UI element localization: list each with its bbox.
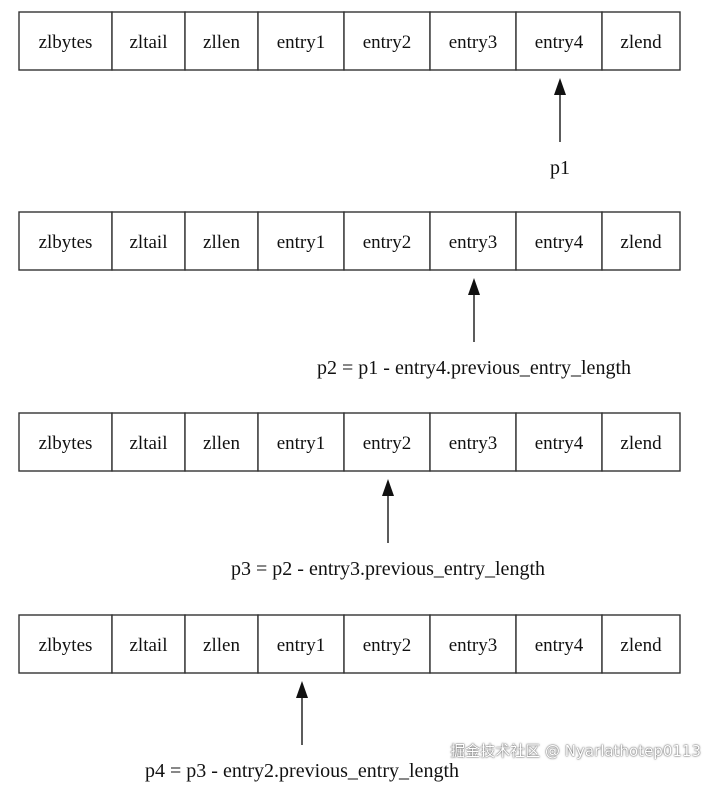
cell-entry2 — [343, 11, 431, 71]
cell-zllen — [184, 211, 259, 271]
cell-label: zlbytes — [39, 32, 93, 53]
cell-entry4 — [515, 412, 603, 472]
cell-zlend — [601, 211, 681, 271]
ziplist-row-4: zlbytes zltail zllen entry1 entry2 entry3 entr… — [18, 614, 681, 782]
cell-zlbytes — [18, 211, 113, 271]
pointer-label: p1 — [550, 157, 570, 179]
cell-zlend — [601, 11, 681, 71]
cell-label: entry3 — [449, 32, 498, 53]
cell-label: entry3 — [449, 635, 498, 656]
cell-label: zltail — [130, 232, 168, 253]
cell-label: zllen — [203, 32, 240, 53]
cell-label: zllen — [203, 635, 240, 656]
cell-entry4 — [515, 211, 603, 271]
cell-label: zlbytes — [39, 433, 93, 454]
cell-label: entry4 — [535, 32, 584, 53]
cell-label: entry1 — [277, 433, 326, 454]
cell-entry3 — [429, 412, 517, 472]
cell-label: zllen — [203, 433, 240, 454]
cell-label: entry2 — [363, 433, 412, 454]
cell-entry3 — [429, 11, 517, 71]
cell-zltail — [111, 11, 186, 71]
cell-label: entry2 — [363, 232, 412, 253]
cell-entry1 — [257, 614, 345, 674]
pointer-label: p4 = p3 - entry2.previous_entry_length — [145, 760, 459, 782]
cell-entry4 — [515, 11, 603, 71]
cell-label: entry1 — [277, 32, 326, 53]
cell-entry2 — [343, 614, 431, 674]
arrow-head-icon — [468, 278, 480, 295]
cell-label: entry1 — [277, 232, 326, 253]
pointer-arrow — [554, 78, 566, 142]
cell-zlend — [601, 412, 681, 472]
cell-label: zlend — [620, 433, 662, 454]
pointer-arrow — [468, 278, 480, 342]
cell-zlbytes — [18, 11, 113, 71]
cell-label: entry4 — [535, 635, 584, 656]
cell-zltail — [111, 614, 186, 674]
cell-zllen — [184, 11, 259, 71]
arrow-head-icon — [382, 479, 394, 496]
cell-zlend — [601, 614, 681, 674]
cell-label: entry3 — [449, 232, 498, 253]
ziplist-row-2: zlbytes zltail zllen entry1 entry2 entry3 entr… — [18, 211, 681, 379]
cell-label: entry2 — [363, 32, 412, 53]
cell-label: entry2 — [363, 635, 412, 656]
cell-zlbytes — [18, 412, 113, 472]
cell-zlbytes — [18, 614, 113, 674]
cell-label: zltail — [130, 32, 168, 53]
cell-zltail — [111, 412, 186, 472]
cell-label: zlend — [620, 635, 662, 656]
cell-label: entry1 — [277, 635, 326, 656]
cell-label: zllen — [203, 232, 240, 253]
ziplist-row-1: zlbytes zltail zllen entry1 entry2 entry3 entr… — [18, 11, 681, 179]
cell-entry2 — [343, 412, 431, 472]
cell-zltail — [111, 211, 186, 271]
pointer-arrow — [296, 681, 308, 745]
cell-label: entry3 — [449, 433, 498, 454]
cell-label: zlbytes — [39, 232, 93, 253]
cell-entry1 — [257, 412, 345, 472]
cell-label: zlbytes — [39, 635, 93, 656]
cell-entry2 — [343, 211, 431, 271]
cell-label: zltail — [130, 635, 168, 656]
cell-label: entry4 — [535, 433, 584, 454]
cell-label: zlend — [620, 32, 662, 53]
cell-entry4 — [515, 614, 603, 674]
watermark-text: 掘金技术社区 @ Nyarlathotep0113 — [450, 742, 701, 760]
cell-label: zltail — [130, 433, 168, 454]
pointer-label: p2 = p1 - entry4.previous_entry_length — [317, 357, 631, 379]
rows-layer: zlbytes zltail zllen entry1 entry2 entry3 entr… — [18, 11, 681, 782]
cell-entry3 — [429, 211, 517, 271]
cell-label: zlend — [620, 232, 662, 253]
arrow-head-icon — [296, 681, 308, 698]
pointer-label: p3 = p2 - entry3.previous_entry_length — [231, 558, 545, 580]
cell-label: entry4 — [535, 232, 584, 253]
ziplist-row-3: zlbytes zltail zllen entry1 entry2 entry3 entr… — [18, 412, 681, 580]
arrow-head-icon — [554, 78, 566, 95]
pointer-arrow — [382, 479, 394, 543]
